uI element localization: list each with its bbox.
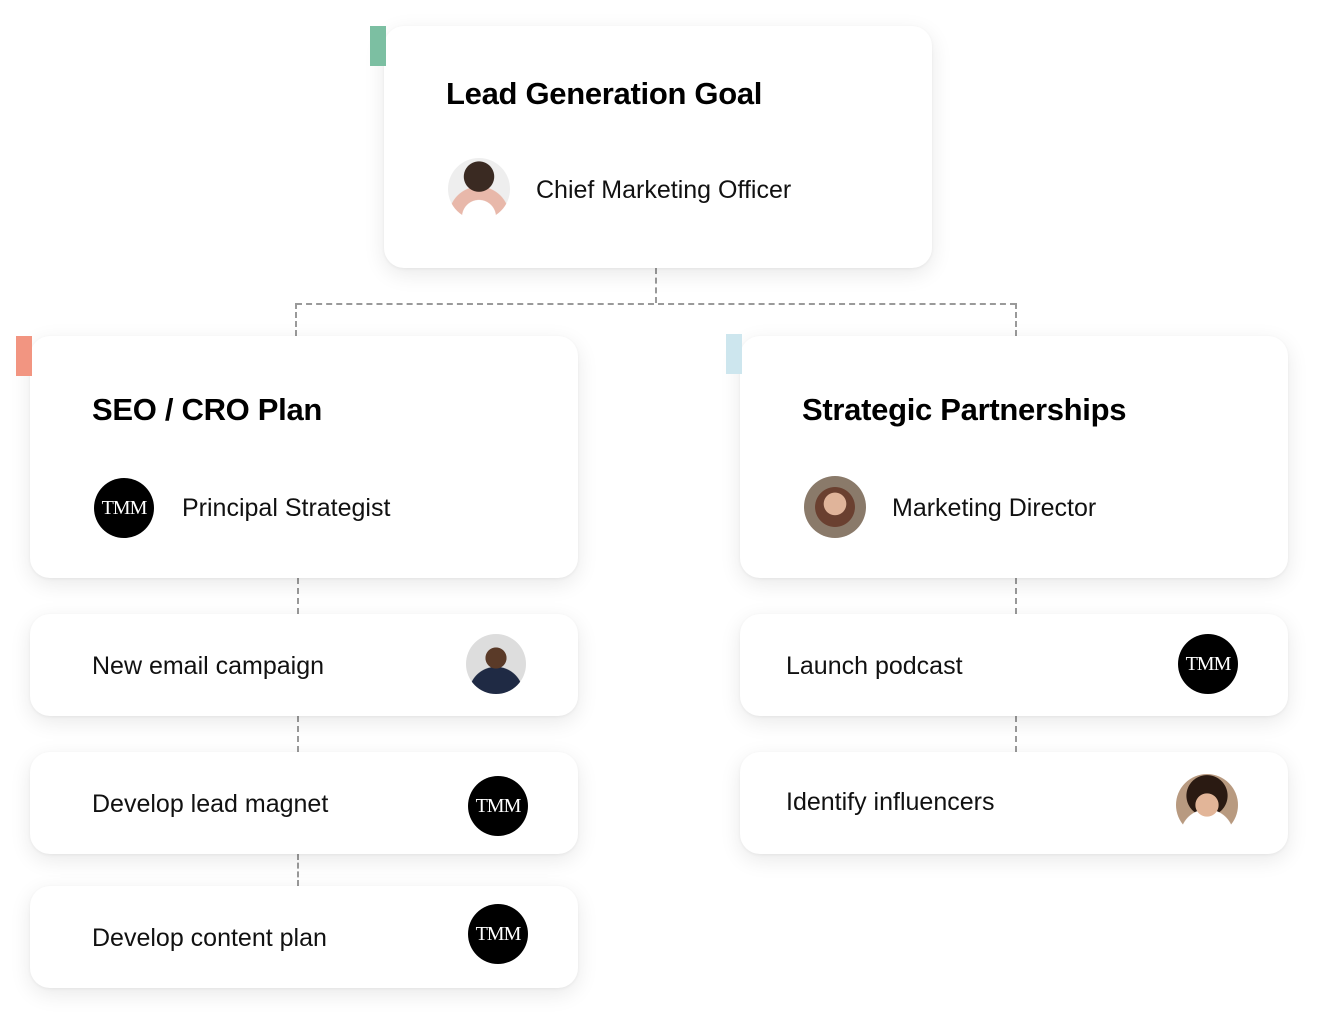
assignee-avatar: TMM <box>1178 634 1238 694</box>
task-card[interactable]: Launch podcast TMM <box>740 614 1288 716</box>
connector <box>655 268 657 303</box>
connector <box>297 716 299 752</box>
connector <box>297 854 299 886</box>
connector <box>295 303 297 336</box>
connector <box>1015 578 1017 614</box>
goal-title: Lead Generation Goal <box>446 76 763 111</box>
partnerships-card[interactable]: Strategic Partnerships Marketing Directo… <box>740 336 1288 578</box>
connector <box>297 578 299 614</box>
task-card[interactable]: Develop lead magnet TMM <box>30 752 578 854</box>
assignee-avatar <box>466 634 526 694</box>
seo-title: SEO / CRO Plan <box>92 392 323 427</box>
director-avatar <box>804 476 866 538</box>
seo-avatar: TMM <box>94 478 154 538</box>
goal-card[interactable]: Lead Generation Goal Chief Marketing Off… <box>384 26 932 268</box>
partnerships-role: Marketing Director <box>892 494 1097 522</box>
assignee-avatar <box>1176 774 1238 836</box>
task-card[interactable]: Identify influencers <box>740 752 1288 854</box>
task-card[interactable]: Develop content plan TMM <box>30 886 578 988</box>
connector <box>1015 303 1017 336</box>
assignee-avatar: TMM <box>468 904 528 964</box>
task-label: Launch podcast <box>786 652 963 680</box>
task-label: Develop lead magnet <box>92 790 329 818</box>
assignee-avatar: TMM <box>468 776 528 836</box>
partnerships-accent <box>726 334 742 374</box>
seo-accent <box>16 336 32 376</box>
seo-role: Principal Strategist <box>182 494 391 522</box>
connector <box>1015 716 1017 752</box>
task-label: New email campaign <box>92 652 325 680</box>
goal-accent <box>370 26 386 66</box>
connector <box>296 303 1016 305</box>
task-label: Develop content plan <box>92 924 327 952</box>
goal-role: Chief Marketing Officer <box>536 176 792 204</box>
cmo-avatar <box>448 158 510 220</box>
task-card[interactable]: New email campaign <box>30 614 578 716</box>
task-label: Identify influencers <box>786 788 995 816</box>
partnerships-title: Strategic Partnerships <box>802 392 1127 427</box>
seo-card[interactable]: SEO / CRO Plan TMM Principal Strategist <box>30 336 578 578</box>
